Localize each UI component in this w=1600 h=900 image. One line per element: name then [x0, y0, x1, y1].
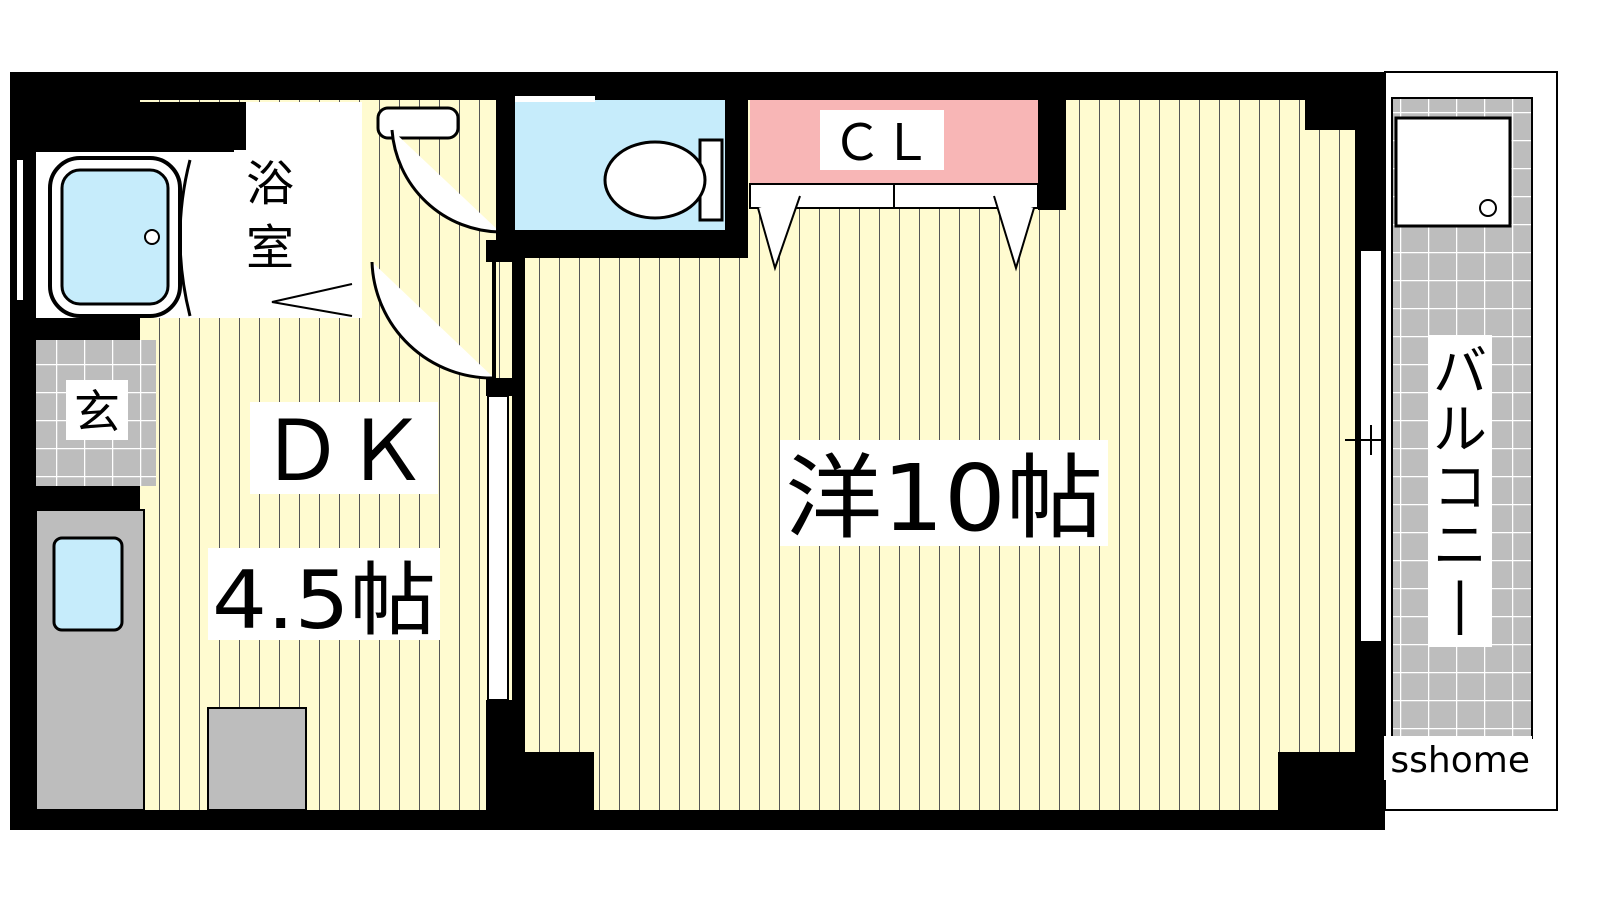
toilet-bowl	[603, 140, 707, 220]
toilet-window	[515, 96, 595, 102]
dk-name-label: ＤＫ	[260, 402, 428, 500]
bath-label-bg	[234, 150, 304, 285]
drain	[144, 229, 160, 245]
entrance-label-bg	[66, 380, 128, 440]
bath-door-arc	[178, 159, 192, 317]
watermark-bg	[1384, 736, 1532, 780]
dk-wall-right	[486, 240, 512, 262]
sink-counter	[376, 106, 460, 140]
dk-size-bg	[208, 548, 440, 640]
bath-door-leaf	[271, 283, 353, 317]
dk-name-bg	[250, 402, 438, 494]
sliding-partition	[487, 395, 509, 701]
closet-label-bg	[820, 110, 944, 170]
closet-wall-right	[1038, 80, 1066, 210]
dk-wall-right-2	[486, 378, 512, 396]
western-room-label-bg	[780, 440, 1108, 546]
washroom-door-arc	[390, 129, 501, 234]
closet-door-left	[757, 195, 801, 272]
column-top-right	[1305, 80, 1355, 130]
entrance-label: 玄	[74, 385, 120, 439]
column-bottom-left	[512, 752, 594, 810]
bath-label: 浴室	[246, 156, 294, 276]
kitchen-sink	[52, 536, 124, 632]
fridge-space	[207, 707, 307, 811]
closet-label: ＣＬ	[832, 114, 932, 172]
dk-wall-right-3	[486, 700, 512, 810]
bathtub-inner	[60, 168, 170, 306]
outdoor-unit-fan	[1479, 199, 1497, 217]
western-room-label: 洋10帖	[785, 445, 1103, 552]
balcony-label-bg	[1428, 335, 1492, 647]
bath-room-notch	[36, 102, 246, 152]
balcony-label: バルコニ|	[1433, 340, 1487, 635]
watermark: sshome	[1390, 740, 1530, 781]
dk-size-label: 4.5帖	[212, 554, 436, 647]
closet-door-right	[993, 195, 1035, 272]
column-bottom-right	[1278, 752, 1358, 810]
dk-door-arc	[370, 261, 495, 380]
